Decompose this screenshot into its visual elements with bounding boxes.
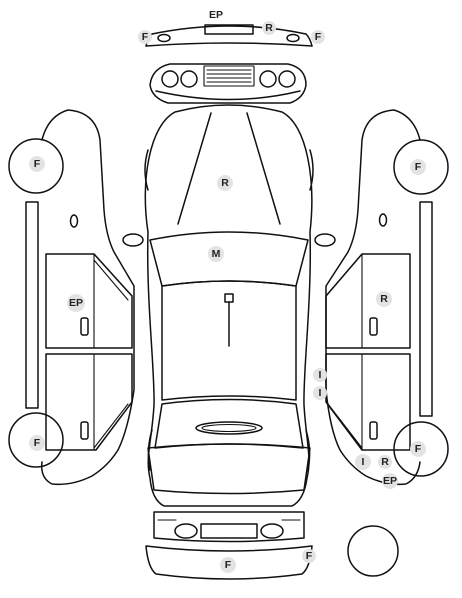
svg-text:R: R bbox=[380, 293, 388, 305]
marker-front-grille: R bbox=[262, 21, 276, 35]
svg-text:R: R bbox=[381, 456, 389, 468]
left-side-view bbox=[8, 109, 135, 486]
marker-right-rear-wheel: F bbox=[410, 441, 426, 457]
marker-right-pillar-lower: I bbox=[313, 386, 327, 400]
right-mirror bbox=[314, 233, 336, 247]
svg-text:F: F bbox=[225, 559, 232, 571]
right-side-view bbox=[325, 109, 449, 486]
marker-front-left-light: F bbox=[138, 30, 152, 44]
front-right-fog-light bbox=[286, 33, 300, 43]
svg-text:EP: EP bbox=[383, 475, 397, 487]
marker-rear-bumper-bottom: F bbox=[220, 557, 236, 573]
svg-text:F: F bbox=[142, 31, 149, 43]
marker-front-right-light: F bbox=[311, 30, 325, 44]
svg-text:F: F bbox=[34, 158, 41, 170]
svg-text:F: F bbox=[315, 31, 322, 43]
svg-text:F: F bbox=[34, 437, 41, 449]
marker-hood: R bbox=[217, 175, 233, 191]
left-front-wheel bbox=[8, 138, 64, 194]
front-bumper-view bbox=[145, 24, 313, 47]
left-mirror bbox=[122, 233, 144, 247]
svg-text:R: R bbox=[221, 177, 229, 189]
right-front-wheel bbox=[393, 139, 449, 195]
marker-left-rear-wheel: F bbox=[29, 435, 45, 451]
marker-left-front-wheel: F bbox=[29, 156, 45, 172]
svg-text:I: I bbox=[319, 387, 322, 399]
svg-text:F: F bbox=[415, 443, 422, 455]
front-grille-view bbox=[149, 63, 307, 104]
marker-right-rear-quarter: R bbox=[378, 455, 392, 469]
marker-front-bumper-top: EP bbox=[209, 9, 223, 21]
marker-left-front-door: EP bbox=[67, 294, 85, 312]
left-rear-wheel bbox=[8, 412, 64, 468]
marker-right-pillar-upper: I bbox=[313, 368, 327, 382]
svg-text:M: M bbox=[212, 248, 221, 260]
right-rear-wheel bbox=[393, 421, 449, 477]
svg-text:F: F bbox=[415, 161, 422, 173]
spare-wheel bbox=[347, 525, 399, 577]
rear-view bbox=[145, 511, 313, 580]
svg-text:I: I bbox=[319, 369, 322, 381]
svg-text:EP: EP bbox=[69, 297, 83, 309]
marker-right-rear-bumper: EP bbox=[382, 473, 398, 489]
svg-text:I: I bbox=[362, 456, 365, 468]
svg-text:R: R bbox=[265, 22, 273, 34]
marker-right-front-door: R bbox=[376, 291, 392, 307]
car-top-view bbox=[122, 104, 336, 507]
marker-rear-bumper-right: F bbox=[302, 549, 316, 563]
svg-text:F: F bbox=[306, 550, 313, 562]
marker-right-rear-sill: I bbox=[355, 454, 371, 470]
front-left-fog-light bbox=[157, 33, 171, 43]
marker-right-front-wheel: F bbox=[410, 159, 426, 175]
marker-windshield: M bbox=[208, 246, 224, 262]
